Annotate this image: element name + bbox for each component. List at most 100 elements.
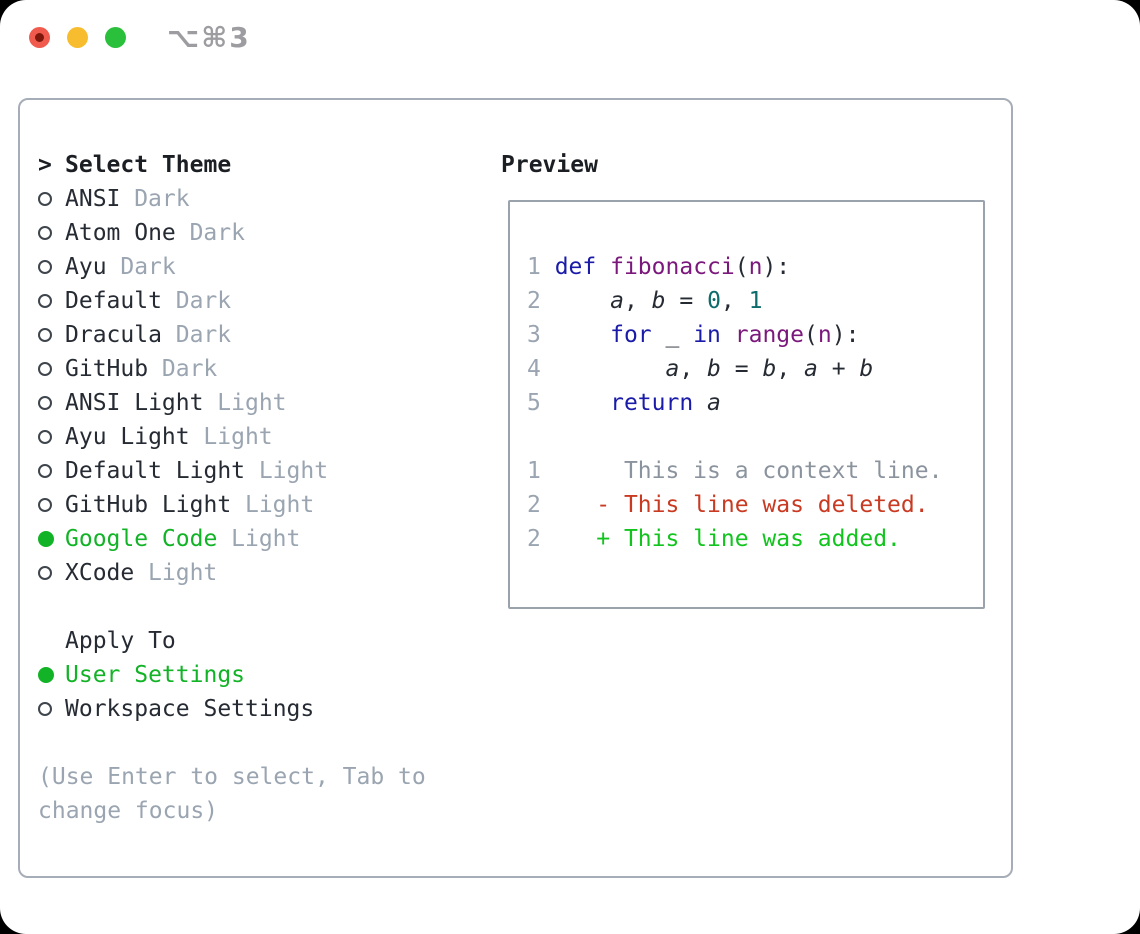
theme-variant-label: Light [244, 492, 315, 518]
code-line: 3 for _ in range(n): [527, 318, 983, 352]
theme-option[interactable]: Dracula Dark [38, 318, 468, 352]
theme-option[interactable]: GitHub Light Light [38, 488, 468, 522]
code-token: _ [651, 322, 694, 348]
zoom-button[interactable] [105, 27, 126, 48]
code-token: b [651, 288, 666, 314]
apply-to-option[interactable]: Workspace Settings [38, 692, 468, 726]
apply-to-option[interactable]: User Settings [38, 658, 468, 692]
code-token: b [762, 356, 777, 382]
code-token [721, 322, 735, 348]
theme-label: XCode [65, 560, 135, 586]
theme-option[interactable]: XCode Light [38, 556, 468, 590]
code-line: 5 return a [527, 386, 983, 420]
theme-label: GitHub [65, 356, 149, 382]
code-token: ): [762, 254, 791, 280]
theme-label: Google Code [65, 526, 218, 552]
code-token: , [776, 356, 805, 382]
minimize-button[interactable] [67, 27, 88, 48]
radio-icon [38, 498, 52, 512]
theme-label: Ayu [65, 254, 107, 280]
radio-icon [38, 566, 52, 580]
radio-icon [38, 430, 52, 444]
code-token [555, 322, 610, 348]
code-token: ( [804, 322, 818, 348]
theme-option[interactable]: GitHub Dark [38, 352, 468, 386]
code-token: ): [831, 322, 860, 348]
theme-variant-label: Light [231, 526, 301, 552]
line-number: 1 [527, 254, 555, 280]
radio-icon [38, 260, 52, 274]
select-theme-header: > Select Theme [38, 148, 468, 182]
radio-icon [38, 226, 52, 240]
theme-variant-label: Dark [189, 220, 245, 246]
code-token: b [859, 356, 874, 382]
theme-option[interactable]: ANSI Light Light [38, 386, 468, 420]
theme-option[interactable]: Atom One Dark [38, 216, 468, 250]
code-line: 1 This is a context line. [527, 454, 983, 488]
apply-to-label: User Settings [65, 662, 246, 688]
code-token: a [665, 356, 680, 382]
theme-option[interactable]: Default Light Light [38, 454, 468, 488]
line-number: 2 [527, 492, 555, 518]
theme-label: Atom One [65, 220, 176, 246]
theme-option[interactable]: Default Dark [38, 284, 468, 318]
code-line: 1 def fibonacci(n): [527, 250, 983, 284]
theme-label: Dracula [65, 322, 162, 348]
theme-variant-label: Light [148, 560, 218, 586]
code-token [555, 356, 666, 382]
apply-to-header: Apply To [38, 624, 468, 658]
code-line: 2 + This line was added. [527, 522, 983, 556]
code-token: range [734, 322, 804, 348]
code-line: 2 a, b = 0, 1 [527, 284, 983, 318]
code-token: = [665, 288, 708, 314]
window-title: ⌥⌘3 [167, 21, 251, 54]
theme-label: Default [65, 288, 162, 314]
theme-list: ANSI Dark Atom One Dark Ayu Dark [38, 182, 468, 590]
theme-option[interactable]: Google Code Light [38, 522, 468, 556]
theme-option[interactable]: ANSI Dark [38, 182, 468, 216]
theme-label: Default Light [65, 458, 246, 484]
radio-icon [38, 396, 52, 410]
code-token: def [554, 254, 597, 280]
code-token: , [623, 288, 652, 314]
code-token [693, 390, 707, 416]
code-token: , [720, 288, 749, 314]
code-token: a [707, 390, 721, 416]
apply-to-title: Apply To [65, 628, 176, 654]
code-token: n [748, 254, 763, 280]
apply-to-label: Workspace Settings [65, 696, 315, 722]
radio-icon [38, 192, 52, 206]
line-number: 2 [527, 526, 555, 552]
theme-option[interactable]: Ayu Dark [38, 250, 468, 284]
theme-variant-label: Dark [175, 322, 232, 348]
theme-label: Ayu Light [65, 424, 190, 450]
theme-variant-label: Dark [175, 288, 232, 314]
prompt-icon: > [38, 152, 52, 178]
spacer [38, 726, 468, 760]
code-token: for [610, 322, 652, 348]
line-number: 3 [527, 322, 555, 348]
code-line [527, 420, 983, 454]
theme-variant-label: Light [217, 390, 287, 416]
titlebar: ⌥⌘3 [0, 0, 1140, 75]
keyboard-hint: (Use Enter to select, Tab to change focu… [38, 764, 426, 824]
theme-variant-label: Dark [120, 254, 176, 280]
code-token: fibonacci [610, 254, 735, 280]
code-line: 2 - This line was deleted. [527, 488, 983, 522]
code-token: + [817, 356, 860, 382]
theme-option[interactable]: Ayu Light Light [38, 420, 468, 454]
line-number: 5 [527, 390, 555, 416]
code-token: + This line was added. [554, 526, 901, 552]
theme-dialog: > Select Theme ANSI Dark Atom One Dark [18, 98, 1013, 878]
theme-label: ANSI [65, 186, 121, 212]
code-token: , [679, 356, 708, 382]
apply-to-list: User Settings Workspace Settings [38, 658, 468, 726]
code-line: 4 a, b = b, a + b [527, 352, 983, 386]
code-token [555, 390, 610, 416]
line-number: 4 [527, 356, 555, 382]
close-button[interactable] [29, 27, 50, 48]
code-token [555, 288, 610, 314]
theme-panel: > Select Theme ANSI Dark Atom One Dark [38, 148, 468, 828]
